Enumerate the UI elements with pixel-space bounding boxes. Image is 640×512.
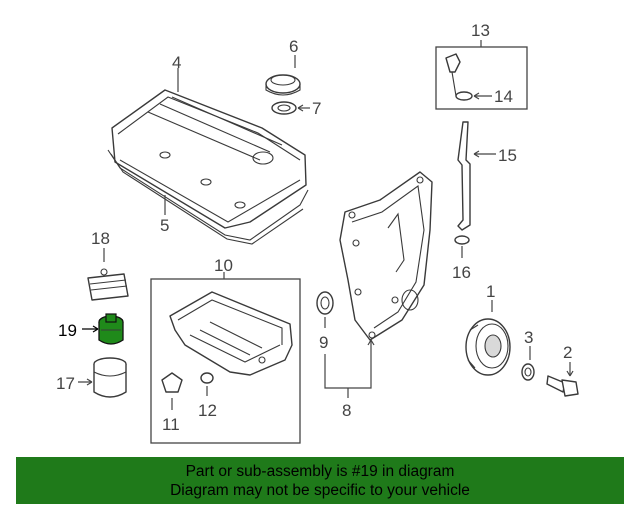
label-4: 4 xyxy=(172,53,181,72)
part-14-o-ring[interactable] xyxy=(455,91,473,101)
part-13-dipstick[interactable] xyxy=(445,53,461,97)
part-2-bolt[interactable] xyxy=(546,375,579,397)
part-16-seal[interactable] xyxy=(454,235,470,245)
label-13: 13 xyxy=(471,21,490,40)
part-15-dipstick-tube[interactable] xyxy=(457,121,471,231)
part-5-gasket[interactable] xyxy=(107,149,309,245)
label-2: 2 xyxy=(563,343,572,362)
part-3-washer[interactable] xyxy=(521,363,535,381)
part-18-oil-cooler[interactable] xyxy=(87,268,129,301)
label-19: 19 xyxy=(58,321,77,340)
label-6: 6 xyxy=(289,37,298,56)
label-16: 16 xyxy=(452,263,471,282)
label-14: 14 xyxy=(494,87,513,106)
box-10 xyxy=(150,278,301,444)
part-11-drain-plug[interactable] xyxy=(161,372,183,393)
banner-line-1: Part or sub-assembly is #19 in diagram xyxy=(185,463,455,480)
label-11: 11 xyxy=(162,415,180,434)
part-6-filler-cap[interactable] xyxy=(265,74,301,96)
part-17-oil-filter[interactable] xyxy=(93,357,127,398)
label-12: 12 xyxy=(198,401,217,420)
label-10: 10 xyxy=(214,256,233,275)
banner-line-2: Diagram may not be specific to your vehi… xyxy=(170,482,470,499)
label-9: 9 xyxy=(319,333,328,352)
part-timing-cover[interactable] xyxy=(339,171,433,341)
part-7-cap-seal[interactable] xyxy=(271,101,297,115)
part-9-seal[interactable] xyxy=(316,291,334,315)
info-banner: Part or sub-assembly is #19 in diagram D… xyxy=(16,457,624,504)
part-10-oil-pan[interactable] xyxy=(169,291,293,376)
part-1-crank-pulley[interactable] xyxy=(465,318,511,376)
label-18: 18 xyxy=(91,229,110,248)
label-17: 17 xyxy=(56,374,75,393)
label-5: 5 xyxy=(160,216,169,235)
part-19-highlighted[interactable] xyxy=(98,313,124,345)
label-1: 1 xyxy=(486,282,495,301)
label-7: 7 xyxy=(312,99,321,118)
label-8: 8 xyxy=(342,401,351,420)
label-15: 15 xyxy=(498,146,517,165)
part-4-valve-cover[interactable] xyxy=(111,89,307,229)
label-3: 3 xyxy=(524,328,533,347)
part-12-washer[interactable] xyxy=(200,372,214,384)
